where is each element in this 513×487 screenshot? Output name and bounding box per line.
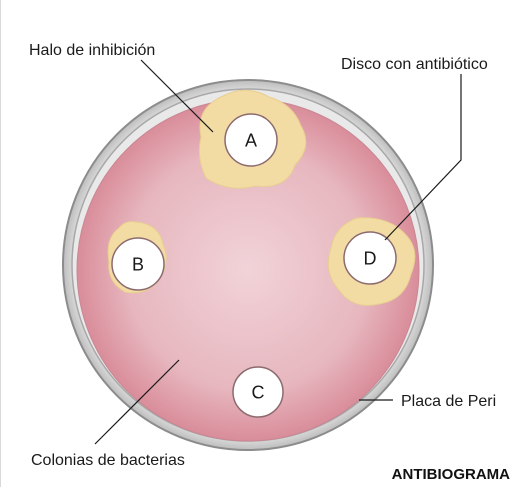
antibiotic-disc-a: A [224,113,278,167]
antibiotic-disc-d: D [343,231,397,285]
antibiotic-disc-b: B [111,237,165,291]
label-disco: Disco con antibiótico [341,56,488,73]
figure-title: ANTIBIOGRAMA [392,466,510,483]
disc-letter-c: C [252,383,265,403]
disc-letter-d: D [364,249,377,269]
disc-letter-b: B [132,255,144,275]
label-halo: Halo de inhibición [29,42,155,59]
leader-line-colonias [94,359,180,445]
label-placa: Placa de Peri [401,393,496,410]
leader-line-disco [384,74,462,241]
label-colonias: Colonias de bacterias [31,452,185,469]
antibiotic-disc-c: C [232,366,284,418]
disc-letter-a: A [245,131,257,151]
leader-line-halo [140,59,214,133]
